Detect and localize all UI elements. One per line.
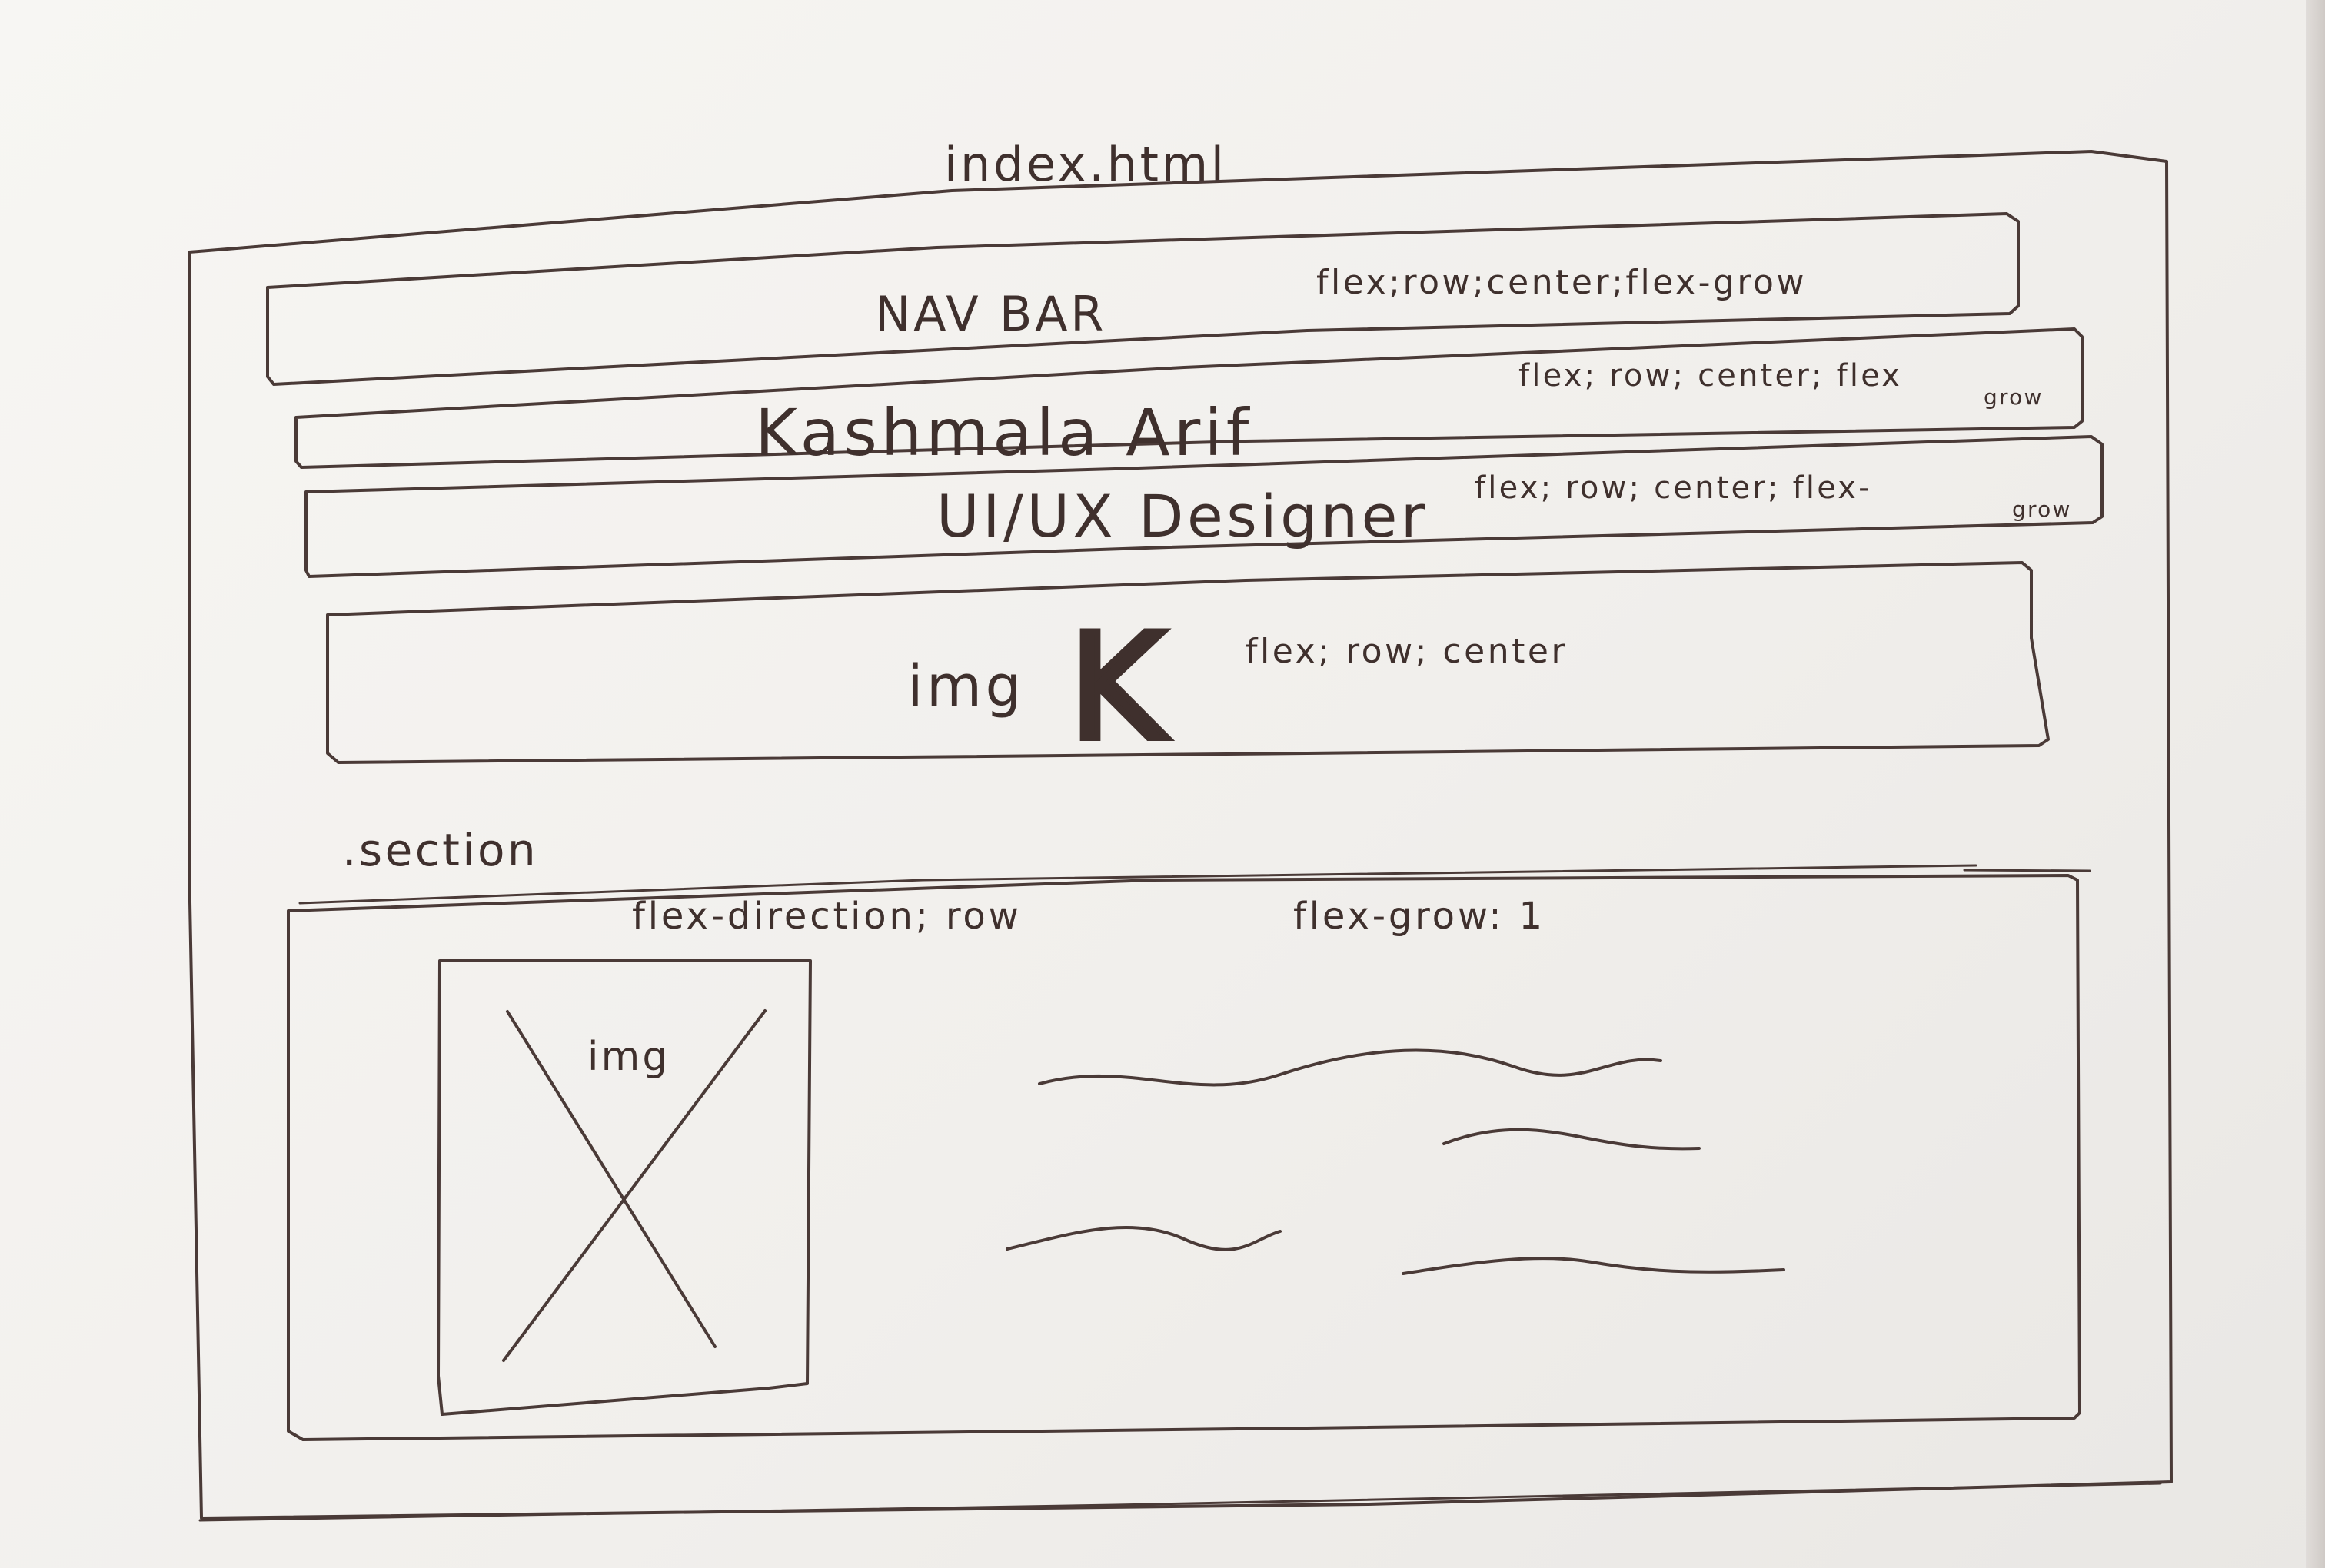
page-frame-bottom-line [198,1482,2162,1522]
section-image-x-line-2 [502,1009,767,1362]
section-divider-tail [1963,869,2091,872]
section-note-direction: flex-direction; row [632,895,1022,938]
page-frame [188,150,2173,1520]
role-label: UI/UX Designer [936,482,1429,550]
section-label: .section [342,824,538,876]
navbar-label: NAV BAR [875,286,1106,342]
navbar-note: flex;row;center;flex-grow [1316,263,1807,302]
section-image-label: img [587,1034,670,1080]
text-line-2 [1442,1128,1701,1151]
text-line-1 [1038,1048,1662,1087]
role-row-note-line2: grow [2012,497,2072,522]
role-row-box [304,435,2104,578]
text-line-3 [1006,1226,1282,1251]
logo-row-label: img [907,653,1025,719]
logo-k-letter: K [1069,603,1173,772]
section-divider-line [298,864,1977,905]
name-row-note-line2: grow [1984,384,2044,410]
paper-edge [2306,0,2325,1568]
name-label: Kashmala Arif [755,395,1252,470]
role-row-note-line1: flex; row; center; flex- [1475,470,1872,506]
name-row-note-line1: flex; row; center; flex [1518,358,1902,394]
navbar-box [266,212,2020,386]
logo-row-note: flex; row; center [1246,632,1568,671]
section-box [287,874,2081,1441]
name-row-box [294,327,2084,469]
section-note-grow: flex-grow: 1 [1293,895,1545,938]
section-image-placeholder-box [437,959,812,1416]
text-line-4 [1402,1257,1785,1275]
logo-row-box [326,561,2050,764]
section-image-x-line-1 [506,1010,717,1348]
